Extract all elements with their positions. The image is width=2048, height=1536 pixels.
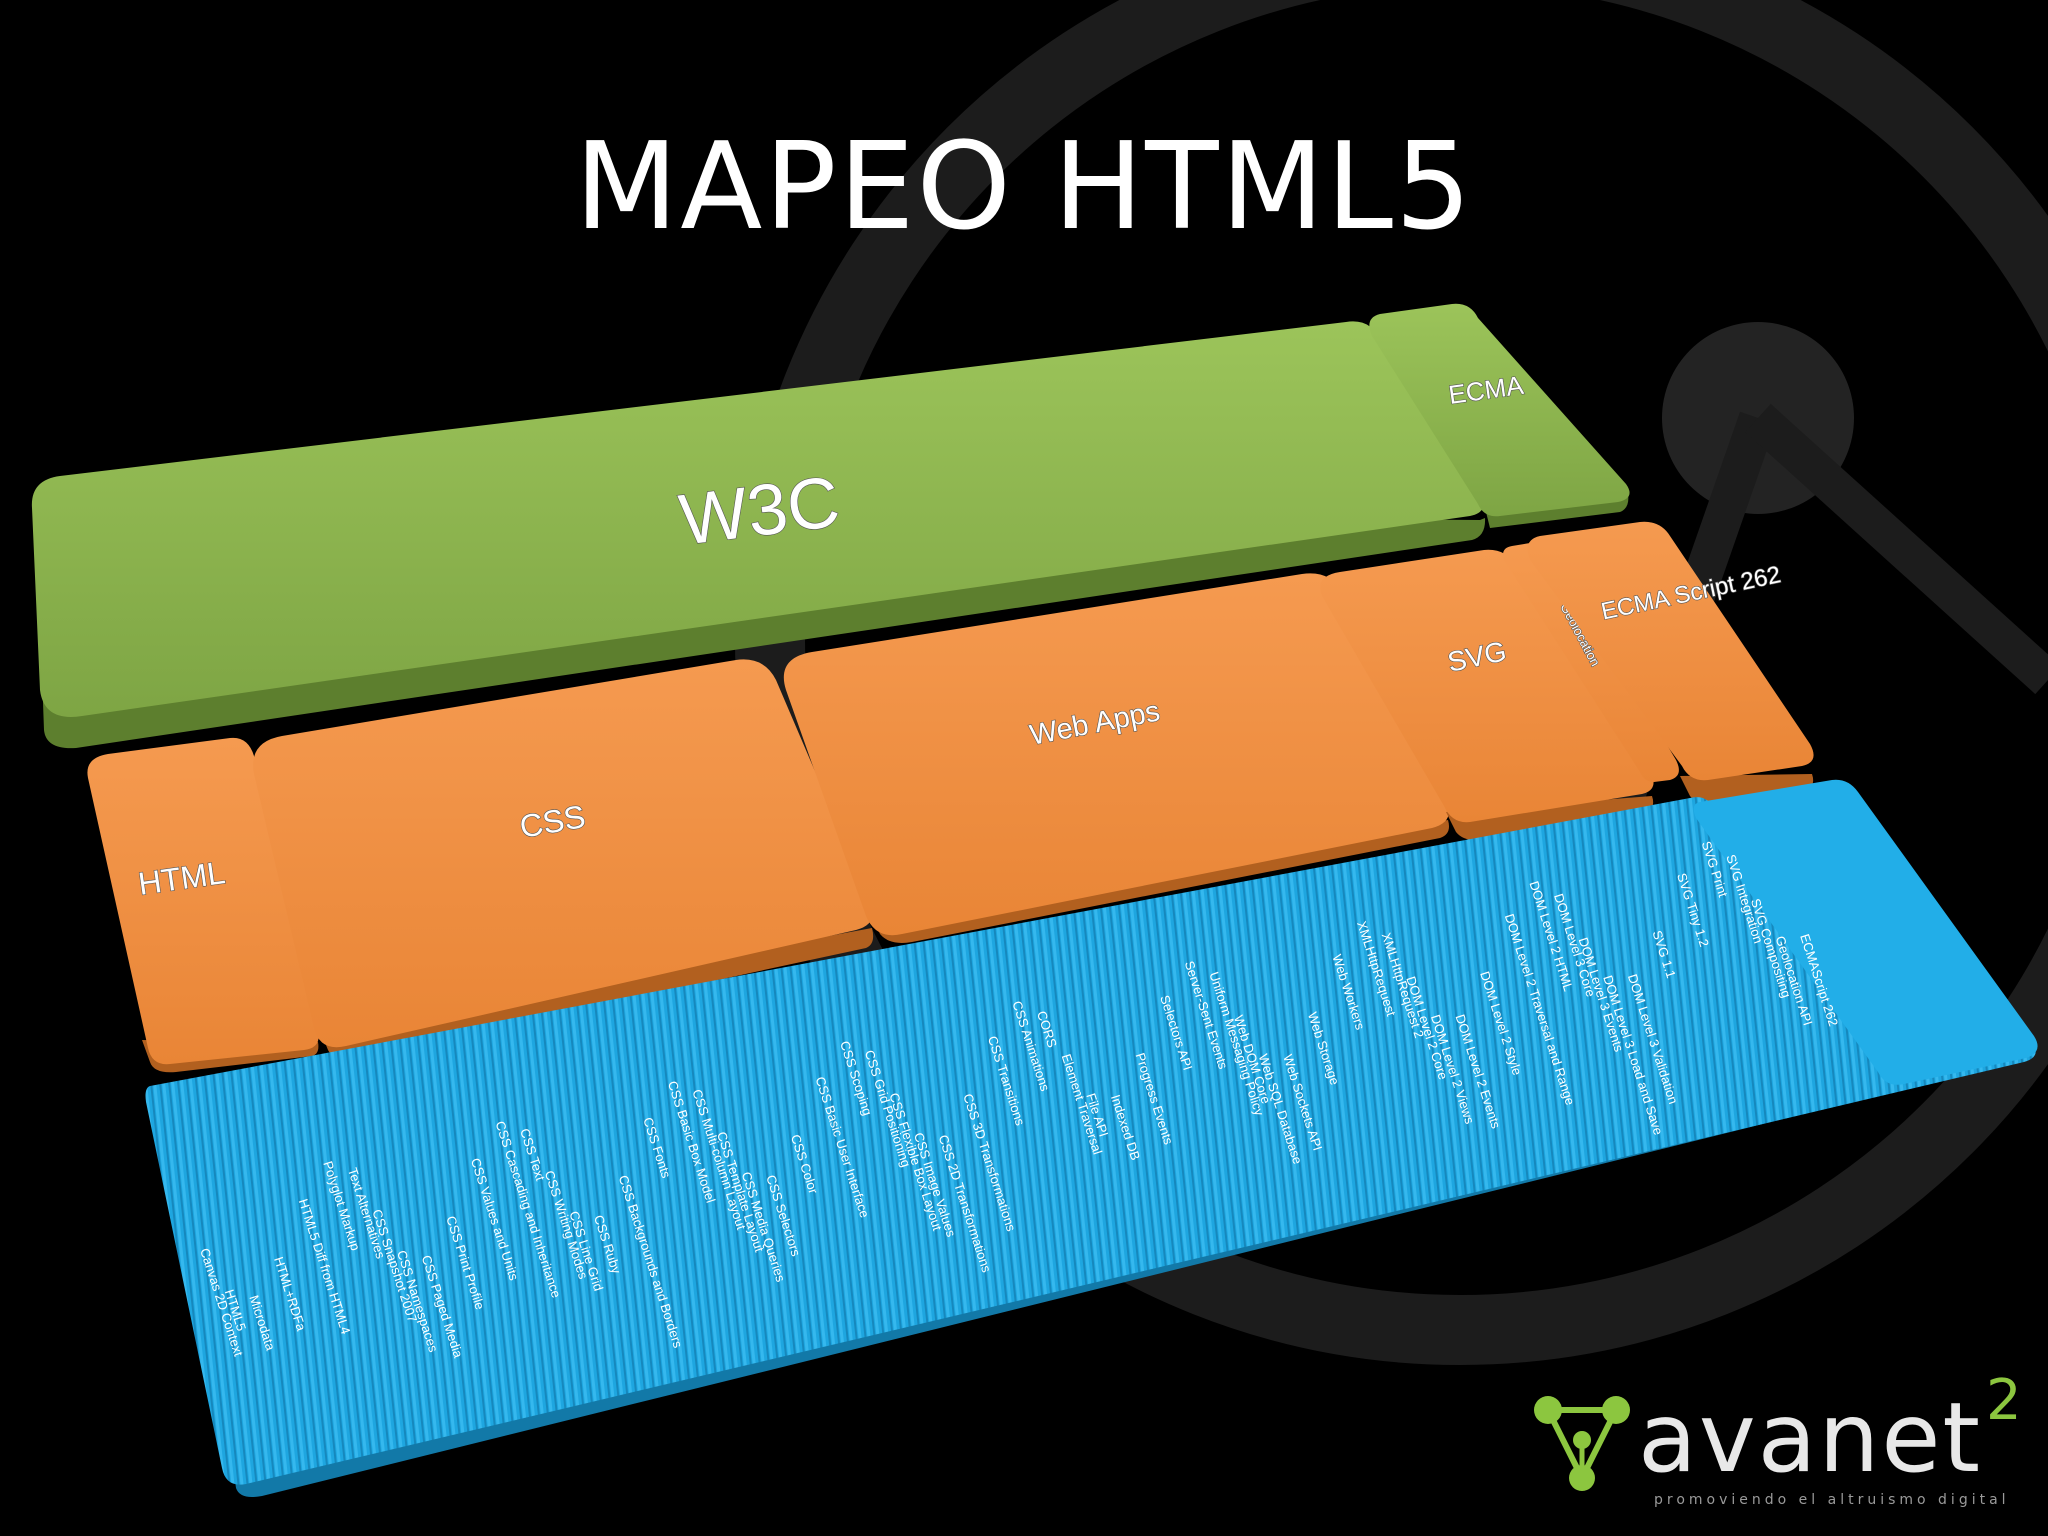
- svg-block-side: [1446, 796, 1654, 841]
- organizations-tier: W3C ECMA: [31, 303, 1630, 749]
- css-block: [253, 659, 873, 1048]
- logo-wordmark: avanet: [1638, 1382, 1983, 1494]
- logo-tagline: promoviendo el altruismo digital: [1654, 1492, 2010, 1508]
- html-block: [87, 737, 319, 1065]
- ecmascript-block: [1527, 521, 1814, 781]
- svg-block: [1320, 549, 1654, 823]
- groups-tier: HTML CSS Web Apps SVG Geolocation ECMA S…: [87, 521, 1814, 1073]
- webapps-block: [783, 573, 1449, 936]
- specs-geo-ecma-cap: [1693, 779, 2038, 1085]
- ecmascript-block-side: [1680, 774, 1814, 805]
- slide-title: MAPEO HTML5: [574, 118, 1474, 257]
- css-block-side: [320, 928, 874, 1059]
- specifications-tier: Canvas 2D ContextHTML5MicrodataHTML+RDFa…: [145, 779, 2038, 1497]
- geolocation-block: [1503, 542, 1679, 782]
- logo-superscript: 2: [1986, 1368, 2022, 1433]
- specs-block: [145, 797, 2036, 1485]
- w3c-block: [31, 321, 1484, 717]
- ecma-block: [1369, 303, 1630, 517]
- molecule-icon: [1534, 1396, 1630, 1491]
